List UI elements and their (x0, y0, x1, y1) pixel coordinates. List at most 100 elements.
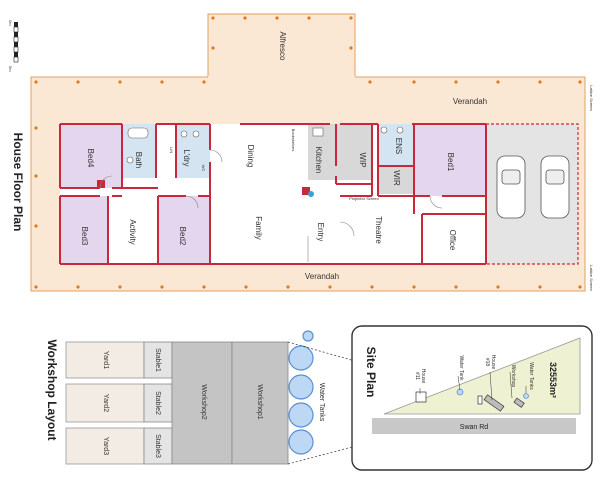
yard2-label: Yard2 (102, 394, 109, 412)
linen-label: LIN (169, 147, 174, 153)
house-11-number: #11 (414, 372, 420, 380)
lattice-screen-bottom-label: Lattice Screen (589, 265, 594, 291)
bed3-label: Bed3 (80, 227, 89, 246)
basin-icon (126, 156, 134, 164)
toilet-icon (380, 126, 388, 134)
water-tank-icon (288, 345, 314, 371)
fixtures (97, 126, 404, 197)
bath-label: Bath (134, 152, 143, 168)
workshop2 (171, 341, 233, 465)
workshop-layout: Workshop Layout Yard1 Yard2 Yard3 (45, 330, 507, 465)
room-bed1 (414, 124, 486, 196)
verandah-bottom-label: Verandah (305, 272, 339, 281)
stable2 (143, 383, 173, 423)
fireplace-icon (97, 180, 105, 188)
water-tank-icon (288, 402, 314, 428)
water-tanks-label: Water Tanks (318, 383, 325, 422)
site-area-label: 32553m² (548, 362, 558, 398)
swan-road (372, 418, 576, 434)
site-labels: House #18 House #11 Workshop Water Tanks… (414, 355, 534, 390)
garage-outline (485, 123, 579, 265)
site-water-tank-label: Water Tank (458, 355, 464, 381)
room-bed2 (158, 196, 210, 264)
site-lot (383, 337, 581, 415)
office-label: Office (448, 230, 457, 251)
workshop1 (231, 341, 289, 465)
site-water-tanks-label: Water Tanks (528, 362, 534, 390)
entry-label: Entry (316, 223, 325, 242)
water-tanks (288, 330, 314, 455)
alfresco-area (207, 13, 356, 78)
stable2-label: Stable2 (154, 391, 161, 415)
house-11-marker (415, 391, 427, 403)
yards (65, 341, 145, 465)
kitchen-label: Kitchen (314, 147, 323, 174)
cooktop-icon (308, 191, 314, 197)
water-tank-icon (288, 374, 314, 400)
bed1-label: Bed1 (446, 153, 455, 172)
scale-bar: 0m 5m (8, 20, 19, 72)
site-water-tanks-icon (523, 393, 529, 399)
bed4-label: Bed4 (86, 149, 95, 168)
wip-label: WIP (358, 152, 367, 167)
yard3-label: Yard3 (102, 437, 109, 455)
site-workshop (513, 397, 525, 408)
lattice-screen-top-label: Lattice Screen (589, 85, 594, 111)
heater-icon (302, 187, 310, 195)
house-floor-plan-title: House Floor Plan (11, 133, 25, 232)
house-floor-plan: 0m 5m (8, 13, 594, 292)
scale-end-label: 5m (8, 66, 13, 72)
projector-screen-label: Projector Screen (349, 196, 379, 201)
car-icon (496, 155, 526, 219)
site-plan: Site Plan 32553m² Swan Rd House #18 Hous… (351, 325, 593, 471)
car-icons (496, 155, 570, 219)
swan-road-label: Swan Rd (460, 424, 489, 431)
bathtub-icon (127, 127, 149, 139)
door-swings (99, 149, 443, 262)
stable1-label: Stable1 (154, 348, 161, 372)
theatre-label: Theatre (374, 216, 383, 244)
site-plan-title: Site Plan (364, 347, 378, 398)
yard3 (65, 427, 145, 465)
basin-icon (180, 130, 188, 138)
room-bed3 (60, 196, 108, 264)
yard1-label: Yard1 (102, 351, 109, 369)
room-wip (336, 124, 372, 180)
wir-label: WIR (392, 170, 401, 186)
dining-label: Dining (246, 145, 255, 168)
family-label: Family (254, 216, 263, 240)
wc-label: WC (201, 165, 206, 172)
house-18-label: House (490, 355, 496, 370)
workshop2-label: Workshop2 (200, 384, 207, 419)
sink-icon (312, 127, 324, 137)
house-11-label: House (420, 369, 426, 384)
site-buildings (415, 391, 525, 412)
stable3-label: Stable3 (154, 434, 161, 458)
site-pointers (419, 371, 527, 401)
ens-label: ENS (394, 138, 403, 154)
bookshelves-label: Bookshelves (291, 129, 296, 152)
verandah-top-label: Verandah (453, 97, 487, 106)
site-workshop-label: Workshop (510, 365, 516, 388)
driveway-marker (477, 395, 483, 405)
scale-start-label: 0m (8, 20, 13, 26)
activity-label: Activity (128, 219, 137, 244)
workshop-layout-title: Workshop Layout (45, 339, 59, 440)
car-icon (540, 155, 570, 219)
small-labels: Bookshelves Projector Screen LIN WC Latt… (169, 85, 594, 291)
water-tank-small-icon (302, 330, 314, 342)
room-wir (378, 166, 414, 194)
house-18-number: #18 (484, 358, 490, 367)
room-bed4 (60, 124, 122, 188)
stable1 (143, 341, 173, 379)
yard1 (65, 341, 145, 379)
workshop-labels: Yard1 Yard2 Yard3 Stable1 Stable2 Stable… (102, 348, 325, 458)
basin-icon (396, 126, 404, 134)
toilet-icon (192, 130, 200, 138)
workshop1-label: Workshop1 (256, 384, 263, 419)
ldry-label: L'dry (182, 149, 191, 166)
room-labels: Bed4 Bed3 Bath L'dry Activity Bed2 Dinin… (80, 32, 487, 281)
site-tanks (456, 388, 529, 399)
